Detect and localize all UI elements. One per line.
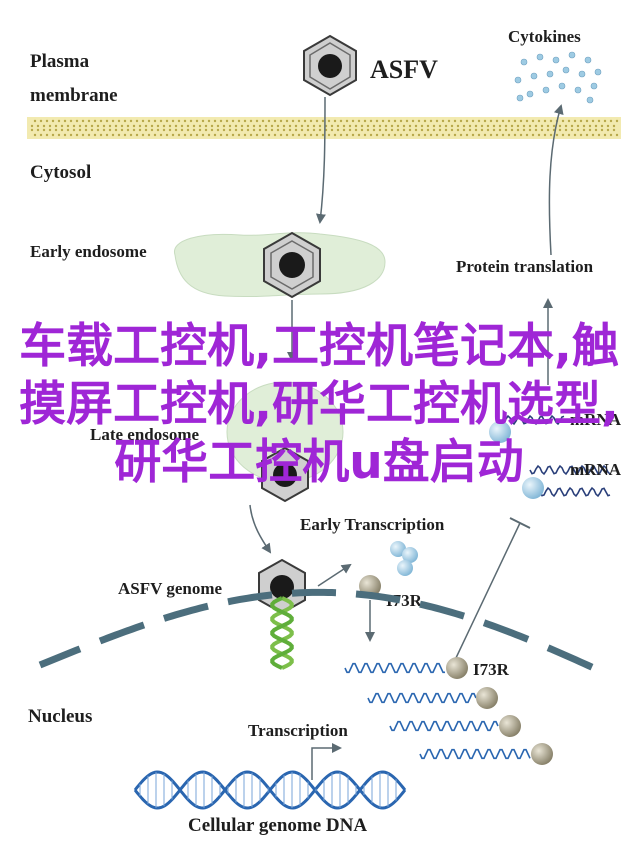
i73r-label-2: I73R xyxy=(473,660,510,679)
nucleus-label: Nucleus xyxy=(28,706,92,727)
late-endosome-label: Late endosome xyxy=(90,425,200,444)
cytokine-secretion-arrow xyxy=(548,104,564,256)
transcription-label: Transcription xyxy=(248,721,348,740)
entry-arrow xyxy=(315,96,326,224)
i73r-protein-3 xyxy=(476,687,498,709)
plasma-membrane xyxy=(27,117,621,139)
early-endosome xyxy=(174,231,386,299)
i73r-protein-5 xyxy=(531,743,553,765)
membrane-dots xyxy=(30,119,619,137)
protein-blue-ball xyxy=(489,421,511,443)
early-endosome-label: Early endosome xyxy=(30,242,147,261)
early-transcription-label: Early Transcription xyxy=(300,515,445,534)
plasma-label-line2: membrane xyxy=(30,85,118,106)
protein-translation-label: Protein translation xyxy=(456,257,594,276)
late-endosome xyxy=(226,381,344,503)
mrna-label-2: mRNA xyxy=(570,460,622,479)
transcription-arrow xyxy=(311,743,342,780)
asfv-virion-icon xyxy=(303,34,357,97)
uncoating-arrow xyxy=(249,504,272,554)
inhibition-bar xyxy=(509,517,531,529)
nuclear-mrna-strands xyxy=(344,662,531,760)
inhibition-line xyxy=(454,522,521,661)
asfv-genome-label: ASFV genome xyxy=(118,579,222,598)
cytokines-label: Cytokines xyxy=(508,27,581,46)
nuclear-envelope xyxy=(38,588,594,671)
cytosol-label: Cytosol xyxy=(30,162,91,183)
cytokine-particles xyxy=(514,51,602,104)
mrna-label-1: mRNA xyxy=(570,410,622,429)
cellular-dna-helix xyxy=(133,770,407,810)
overlay-title: 车载工控机,工控机笔记本,触摸屏工控机,研华工控机选型,研华工控机u盘启动 xyxy=(19,319,619,490)
i73r-protein-2 xyxy=(446,657,468,679)
genome-to-transcription-arrow xyxy=(317,563,352,587)
asfv-label: ASFV xyxy=(370,55,438,84)
protein-blue-ball-2 xyxy=(522,477,544,499)
cellular-genome-dna-label: Cellular genome DNA xyxy=(188,815,367,836)
plasma-label-line1: Plasma xyxy=(30,51,90,72)
mrna-strands-top xyxy=(499,414,611,498)
asfv-genome-virion xyxy=(258,558,306,670)
early-protein-cluster xyxy=(390,541,418,576)
i73r-protein-4 xyxy=(499,715,521,737)
